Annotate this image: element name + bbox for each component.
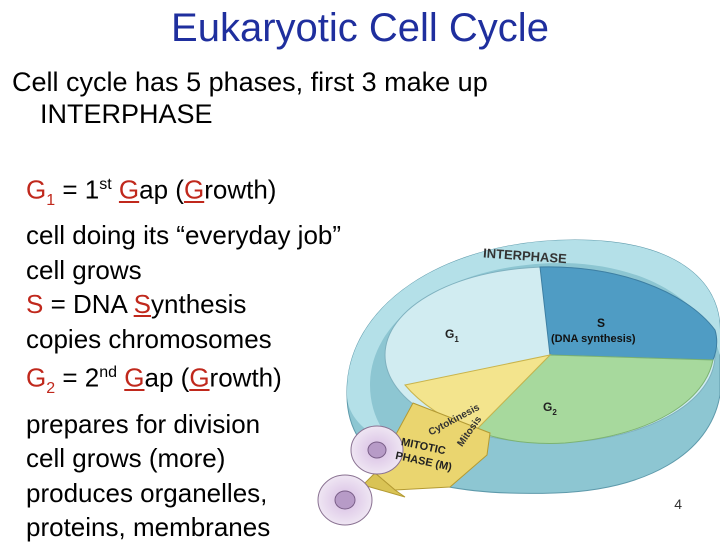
slide-title: Eukaryotic Cell Cycle <box>171 6 549 50</box>
intro-line-1: Cell cycle has 5 phases, first 3 make up <box>12 67 488 97</box>
g1-label: G1 <box>445 327 459 344</box>
s-label: S <box>597 316 605 330</box>
g1-definition: G1 = 1st Gap (Growth) <box>26 174 277 209</box>
g1-desc-2: cell grows <box>26 254 142 285</box>
g2-desc-2: cell grows (more) <box>26 443 226 474</box>
g2-label: G2 <box>543 400 557 417</box>
page-number: 4 <box>674 496 682 512</box>
g2-sector <box>474 354 714 444</box>
g2-definition: G2 = 2nd Gap (Growth) <box>26 363 282 398</box>
s-sector <box>539 266 718 361</box>
s-desc-1: copies chromosomes <box>26 323 272 354</box>
interphase-label: INTERPHASE <box>483 245 568 266</box>
cell-cycle-diagram: INTERPHASE G1 S (DNA synthesis) G2 Cytok… <box>317 239 720 526</box>
g2-desc-3: produces organelles, <box>26 477 268 508</box>
s-definition: S = DNA Synthesis <box>26 289 247 320</box>
g1-desc-1: cell doing its “everyday job” <box>26 220 342 251</box>
g2-desc-4: proteins, membranes <box>26 512 271 543</box>
intro-line-2: INTERPHASE <box>40 99 213 129</box>
intro-text: Cell cycle has 5 phases, first 3 make up… <box>12 66 488 130</box>
s-desc-label: (DNA synthesis) <box>551 333 636 345</box>
g2-desc-1: prepares for division <box>26 408 261 439</box>
phase-list: G1 = 1st Gap (Growth) cell doing its “ev… <box>26 168 341 545</box>
